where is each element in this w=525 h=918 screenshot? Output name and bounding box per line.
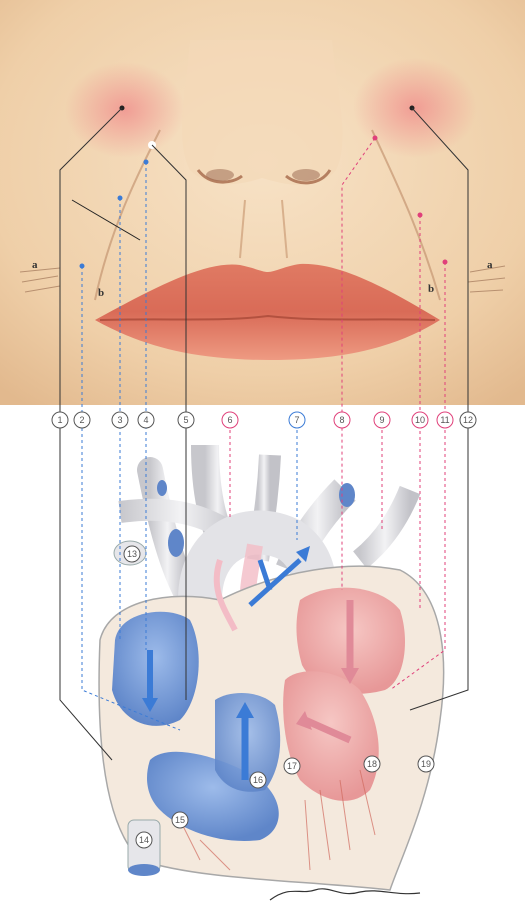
number-14-label: 14 <box>139 835 149 845</box>
number-10: 10 <box>412 412 428 428</box>
number-15-label: 15 <box>175 815 185 825</box>
number-5: 5 <box>178 412 194 428</box>
number-9: 9 <box>374 412 390 428</box>
number-11-label: 11 <box>440 415 449 425</box>
number-15: 15 <box>172 812 188 828</box>
vessel-opening-small <box>157 480 167 496</box>
number-1: 1 <box>52 412 68 428</box>
nostril-shadow-right <box>292 169 320 181</box>
number-7-label: 7 <box>294 415 299 425</box>
inferior-vessel-opening <box>128 864 160 876</box>
number-17-label: 17 <box>287 761 297 771</box>
number-9-label: 9 <box>379 415 384 425</box>
heart-region <box>99 445 444 900</box>
number-13: 13 <box>124 546 140 562</box>
vessel-right-branch <box>360 490 410 560</box>
face-region: a b b a <box>0 0 525 405</box>
number-5-label: 5 <box>183 415 188 425</box>
number-6: 6 <box>222 412 238 428</box>
number-17: 17 <box>284 758 300 774</box>
number-16-label: 16 <box>253 775 263 785</box>
nose <box>182 40 342 185</box>
number-10-label: 10 <box>415 415 425 425</box>
number-13-label: 13 <box>127 549 137 559</box>
number-8: 8 <box>334 412 350 428</box>
number-2: 2 <box>74 412 90 428</box>
number-14: 14 <box>136 832 152 848</box>
vessel-left-arch <box>150 470 185 590</box>
number-4: 4 <box>138 412 154 428</box>
number-4-label: 4 <box>143 415 148 425</box>
number-12: 12 <box>460 412 476 428</box>
number-18: 18 <box>364 756 380 772</box>
vein-opening-left <box>168 529 184 557</box>
number-3-label: 3 <box>117 415 122 425</box>
number-18-label: 18 <box>367 759 377 769</box>
nostril-shadow-left <box>206 169 234 181</box>
number-11: 11 <box>437 412 453 428</box>
top-number-row: 1 2 3 4 5 6 7 8 9 10 11 12 <box>52 412 476 428</box>
number-16: 16 <box>250 772 266 788</box>
face-label-b-left: b <box>98 287 104 299</box>
number-2-label: 2 <box>79 415 84 425</box>
face-label-a-left: a <box>32 259 38 271</box>
number-3: 3 <box>112 412 128 428</box>
number-8-label: 8 <box>339 415 344 425</box>
number-6-label: 6 <box>227 415 232 425</box>
face-label-b-right: b <box>428 283 434 295</box>
number-19-label: 19 <box>421 759 431 769</box>
aorta-opening <box>339 483 355 507</box>
number-19: 19 <box>418 756 434 772</box>
number-1-label: 1 <box>57 415 62 425</box>
face-label-a-right: a <box>487 259 493 271</box>
number-12-label: 12 <box>463 415 473 425</box>
number-7: 7 <box>289 412 305 428</box>
cheek-blush-left <box>65 62 185 158</box>
artist-signature <box>270 889 420 900</box>
